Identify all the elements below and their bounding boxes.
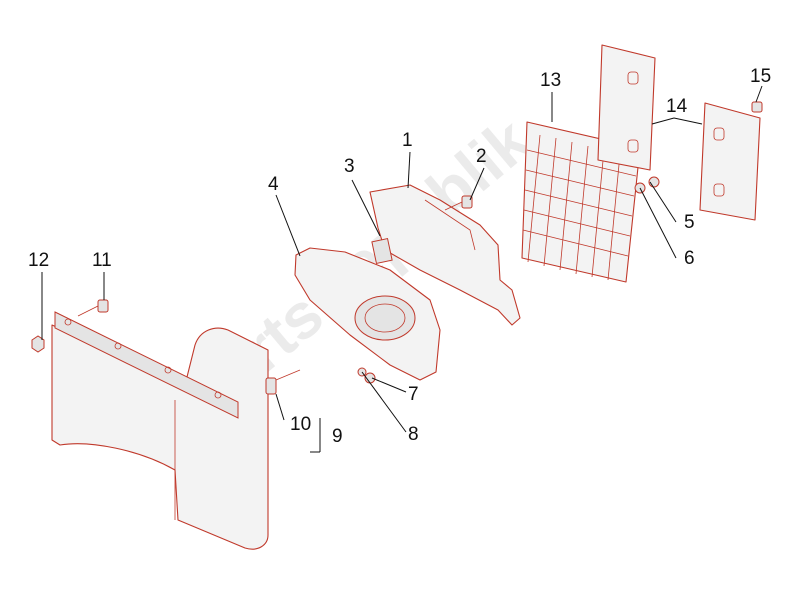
callout-15: 15 <box>750 66 771 87</box>
hex-nut-12 <box>31 335 45 353</box>
license-plate-base <box>294 247 441 381</box>
reflector-strips <box>597 44 761 221</box>
callout-5: 5 <box>684 212 695 233</box>
callout-labels: 1 2 3 4 5 6 7 8 9 10 11 12 13 14 15 <box>28 66 771 447</box>
callout-4: 4 <box>268 174 279 195</box>
callout-13: 13 <box>540 70 561 91</box>
callout-8: 8 <box>408 424 419 445</box>
mudflap-bracket <box>54 311 239 419</box>
screw-11 <box>77 299 109 317</box>
callout-7: 7 <box>408 384 419 405</box>
callout-6: 6 <box>684 248 695 269</box>
callout-1: 1 <box>402 130 413 151</box>
callout-12: 12 <box>28 250 49 271</box>
screw-2 <box>444 195 473 211</box>
license-plate-housing <box>369 184 521 326</box>
mudflap <box>51 324 269 550</box>
screw-15 <box>751 101 763 113</box>
bushing-10 <box>265 369 301 395</box>
leader-lines <box>41 85 763 453</box>
light-clip <box>371 237 393 265</box>
callout-9: 9 <box>332 426 343 447</box>
callout-3: 3 <box>344 156 355 177</box>
callout-10: 10 <box>290 414 311 435</box>
callout-14: 14 <box>666 96 688 117</box>
callout-11: 11 <box>92 250 112 271</box>
callout-2: 2 <box>476 146 487 167</box>
